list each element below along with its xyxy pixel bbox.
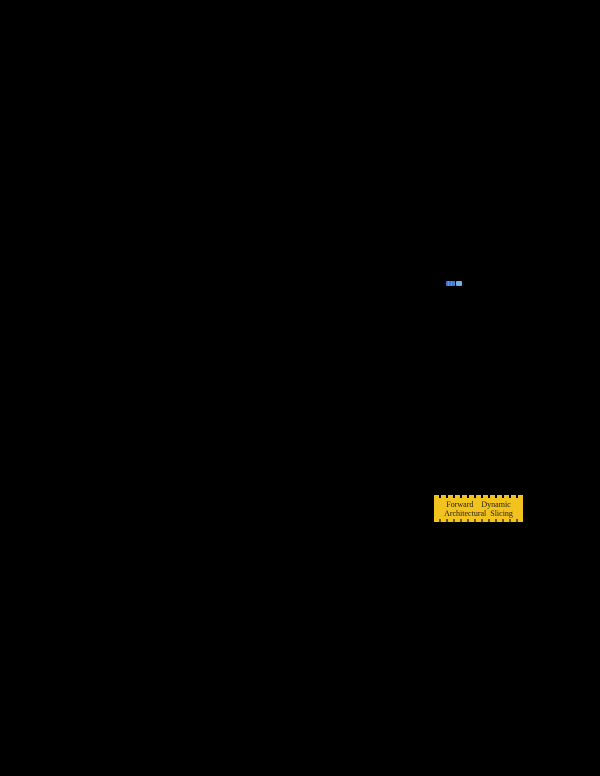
arrowhead-ticks-bottom: [434, 519, 523, 522]
figure-node-forward-dynamic-architectural-slicing: Forward Dynamic Architectural Slicing: [432, 493, 525, 524]
figure-node-label-line1: Forward Dynamic: [446, 499, 511, 509]
link-highlight-fragment: [456, 281, 462, 286]
link-text-fragment: [446, 281, 455, 286]
figure-node-label-line2: Architectural Slicing: [444, 508, 513, 518]
arrowhead-ticks-top: [434, 495, 523, 498]
inline-hyperlink[interactable]: [446, 280, 462, 287]
